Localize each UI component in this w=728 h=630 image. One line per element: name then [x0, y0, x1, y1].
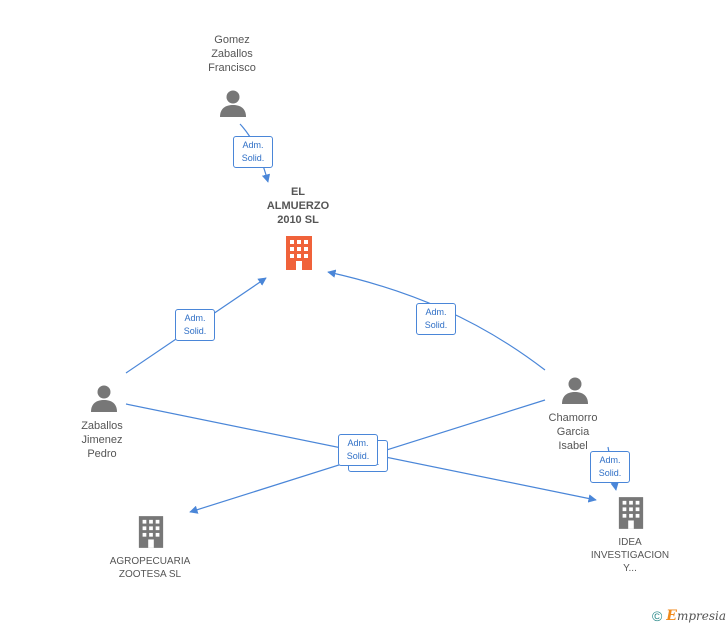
relation-badge[interactable]: Adm. Solid. [338, 434, 378, 466]
footer-brand: © Empresia [652, 608, 726, 624]
node-label-zaballos[interactable]: Zaballos Jimenez Pedro [81, 420, 123, 460]
building-icon-main[interactable] [284, 236, 314, 270]
node-label-chamorro[interactable]: Chamorro Garcia Isabel [548, 412, 598, 452]
relation-line1: Adm. [347, 438, 369, 448]
relation-line2: Solid. [424, 320, 448, 330]
relation-line2: Solid. [241, 153, 265, 163]
copyright-icon: © [651, 608, 663, 624]
relation-line1: Adm. [425, 307, 447, 317]
relation-badge[interactable]: Adm. Solid. [590, 451, 630, 483]
node-label-main[interactable]: EL ALMUERZO 2010 SL [266, 186, 330, 226]
person-icon[interactable] [218, 88, 248, 118]
relation-badge[interactable]: Adm. Solid. [233, 136, 273, 168]
relation-badge[interactable]: Adm. Solid. [175, 309, 215, 341]
building-icon[interactable] [137, 515, 165, 549]
node-label-agropecuaria[interactable]: AGROPECUARIA ZOOTESA SL [109, 556, 191, 580]
node-label-idea[interactable]: IDEA INVESTIGACION Y... [590, 537, 670, 574]
brand-first-letter: E [666, 608, 677, 624]
relation-line2: Solid. [598, 468, 622, 478]
person-icon[interactable] [560, 375, 590, 405]
relation-line2: Solid. [346, 451, 370, 461]
brand-rest: mpresia [676, 609, 726, 623]
relation-badge[interactable]: Adm. Solid. [416, 303, 456, 335]
relation-line1: Adm. [184, 313, 206, 323]
brand-logo[interactable]: Empresia [666, 608, 726, 624]
person-icon[interactable] [89, 383, 119, 413]
building-icon[interactable] [617, 496, 645, 530]
node-label-gomez[interactable]: Gomez Zaballos Francisco [208, 34, 256, 74]
relation-line2: Solid. [183, 326, 207, 336]
relation-line1: Adm. [599, 455, 621, 465]
relation-line1: Adm. [242, 140, 264, 150]
